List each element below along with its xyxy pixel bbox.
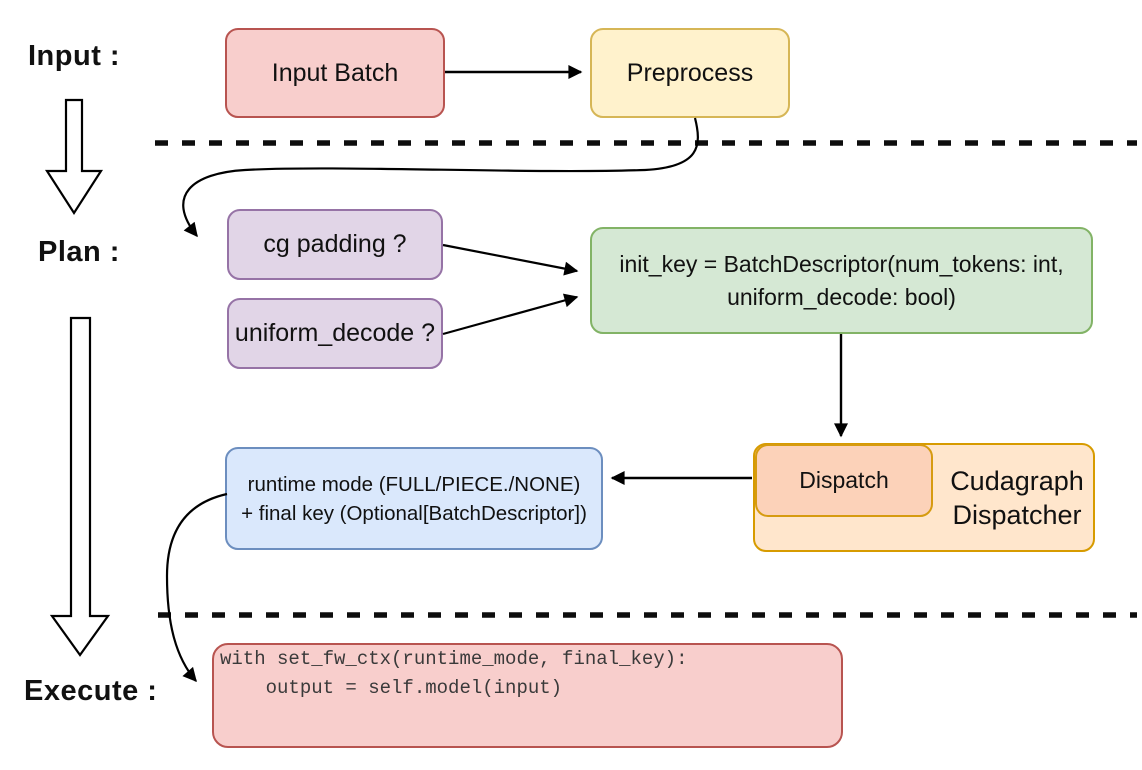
node-cg-padding: cg padding ? (227, 209, 443, 280)
node-cudagraph-dispatcher-label: Cudagraph Dispatcher (937, 445, 1097, 550)
node-cudagraph-line2: Dispatcher (952, 499, 1082, 530)
node-dispatch-label: Dispatch (799, 467, 889, 493)
stage-arrow-input-to-plan (44, 98, 104, 216)
node-runtime-mode-result: runtime mode (FULL/PIECE./NONE) + final … (225, 447, 603, 550)
node-preprocess-label: Preprocess (626, 58, 754, 87)
node-uniform-decode-label: uniform_decode ? (234, 319, 436, 347)
stage-label-input: Input : (28, 40, 121, 72)
node-input-batch-label: Input Batch (271, 58, 399, 87)
execute-code-line2: output = self.model(input) (220, 677, 563, 699)
node-input-batch: Input Batch (225, 28, 445, 118)
node-init-key-line2: uniform_decode: bool) (727, 283, 956, 310)
stage-label-plan: Plan : (38, 236, 120, 268)
node-cudagraph-line1: Cudagraph (950, 465, 1084, 496)
execute-code-block: with set_fw_ctx(runtime_mode, final_key)… (214, 645, 841, 703)
execute-code-line1: with set_fw_ctx(runtime_mode, final_key)… (220, 648, 688, 670)
node-preprocess: Preprocess (590, 28, 790, 118)
node-runtime-line2: + final key (Optional[BatchDescriptor]) (241, 501, 587, 525)
connector-cgpadding-initkey-arrow (442, 243, 579, 276)
node-init-key: init_key = BatchDescriptor(num_tokens: i… (590, 227, 1093, 334)
stage-arrow-plan-to-execute (49, 316, 111, 657)
node-init-key-line1: init_key = BatchDescriptor(num_tokens: i… (619, 250, 1064, 277)
node-dispatch: Dispatch (755, 444, 933, 517)
stage-label-execute: Execute : (24, 675, 158, 707)
node-uniform-decode: uniform_decode ? (227, 298, 443, 369)
connector-uniformdecode-initkey-arrow (442, 293, 579, 336)
node-runtime-line1: runtime mode (FULL/PIECE./NONE) (247, 472, 581, 496)
node-execute-code: with set_fw_ctx(runtime_mode, final_key)… (212, 643, 843, 748)
node-cg-padding-label: cg padding ? (263, 230, 407, 258)
